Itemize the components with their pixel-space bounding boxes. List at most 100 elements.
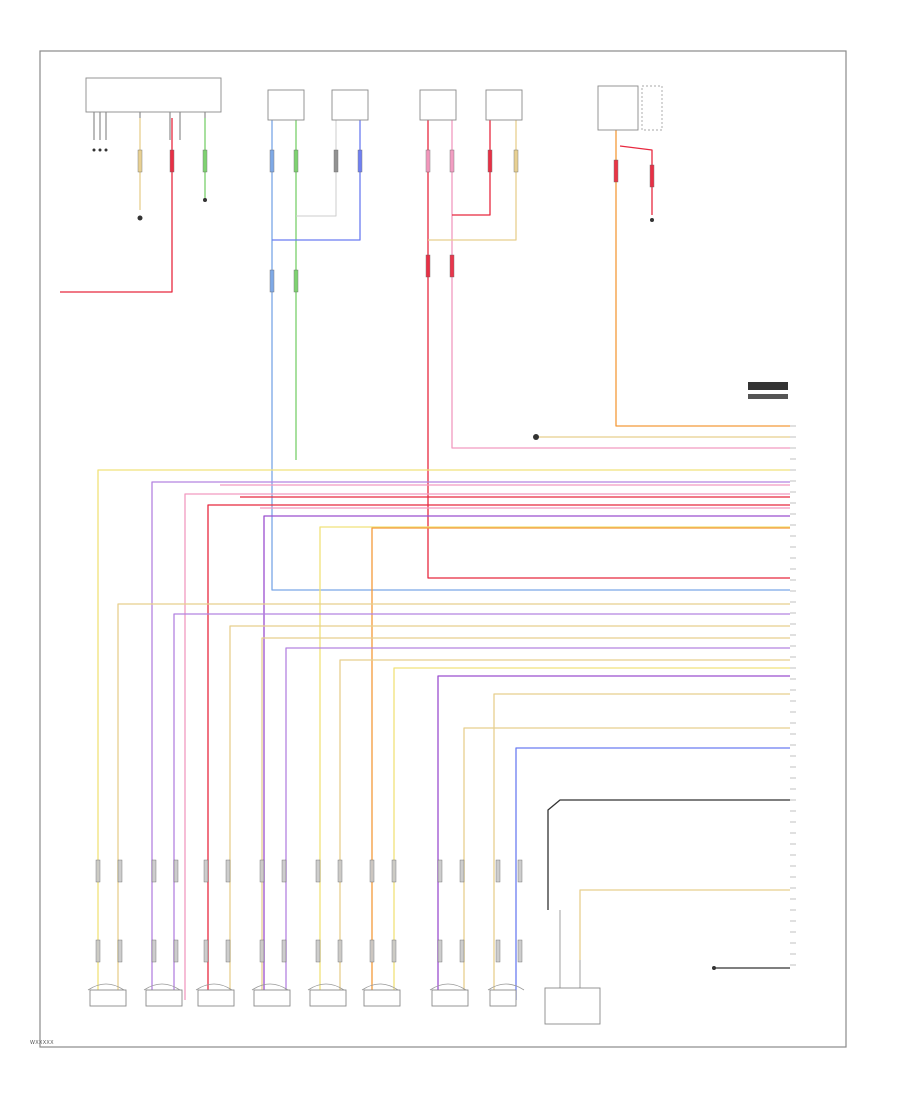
- speaker-cone: [87, 983, 125, 991]
- inline-connector: [151, 859, 157, 883]
- component-box: [485, 89, 523, 121]
- component-box: [419, 89, 457, 121]
- inline-connector: [391, 939, 397, 963]
- component-box: [145, 989, 183, 1007]
- connector-header: [748, 382, 788, 390]
- inline-connector: [437, 859, 443, 883]
- inline-connector: [202, 149, 208, 173]
- component-box: [253, 989, 291, 1007]
- wire: [97, 469, 790, 1000]
- inline-connector: [259, 859, 265, 883]
- component-box: [197, 989, 235, 1007]
- inline-connector: [225, 859, 231, 883]
- component-box: [89, 989, 127, 1007]
- inline-connector: [95, 939, 101, 963]
- inline-connector: [95, 859, 101, 883]
- connector-layer: [95, 149, 796, 988]
- speaker-cone: [487, 983, 525, 991]
- inline-connector: [281, 939, 287, 963]
- diagram-code: WXXXXX: [30, 1040, 54, 1046]
- inline-connector: [487, 149, 493, 173]
- component-box: [363, 989, 401, 1007]
- inline-connector: [517, 859, 523, 883]
- inline-connector: [203, 859, 209, 883]
- inline-connector: [449, 254, 455, 278]
- ground-point: [712, 966, 716, 970]
- inline-connector: [269, 149, 275, 173]
- wire: [272, 120, 361, 241]
- speaker-cone: [195, 983, 233, 991]
- inline-connector: [513, 149, 519, 173]
- ground-point: [203, 198, 207, 202]
- inline-connector: [117, 939, 123, 963]
- speaker-cone: [429, 983, 467, 991]
- inline-connector: [425, 254, 431, 278]
- component-box: [489, 989, 517, 1007]
- component-box: [431, 989, 469, 1007]
- inline-connector: [203, 939, 209, 963]
- inline-connector: [495, 859, 501, 883]
- ground-point: [92, 148, 96, 152]
- wire: [515, 747, 790, 1000]
- inline-connector: [337, 939, 343, 963]
- wire: [271, 120, 790, 591]
- ground-point: [98, 148, 102, 152]
- wire: [263, 515, 790, 1000]
- wire: [437, 675, 790, 1000]
- component-box: [331, 89, 369, 121]
- wire: [393, 667, 790, 1000]
- speaker-cone: [251, 983, 289, 991]
- wire: [463, 727, 790, 1000]
- inline-connector: [169, 149, 175, 173]
- wire: [451, 120, 790, 449]
- ground-point: [104, 148, 108, 152]
- inline-connector: [281, 859, 287, 883]
- wire: [229, 625, 790, 1000]
- inline-connector: [293, 269, 299, 293]
- inline-connector: [495, 939, 501, 963]
- wire: [319, 526, 790, 1000]
- wire: [579, 889, 790, 960]
- inline-connector: [459, 859, 465, 883]
- inline-connector: [315, 859, 321, 883]
- inline-connector: [173, 939, 179, 963]
- diagram-border: [39, 50, 847, 1048]
- inline-connector: [269, 269, 275, 293]
- wire: [547, 799, 790, 910]
- speaker-cone: [143, 983, 181, 991]
- wire: [493, 693, 790, 1000]
- speaker-cone: [361, 983, 399, 991]
- inline-connector: [137, 149, 143, 173]
- wire: [173, 613, 790, 1000]
- connector-header: [748, 394, 788, 399]
- wire: [60, 118, 173, 293]
- wire: [619, 145, 653, 215]
- switch-outline: [641, 85, 663, 131]
- inline-connector: [437, 939, 443, 963]
- wire: [184, 493, 790, 1000]
- inline-connector: [649, 164, 655, 188]
- inline-connector: [459, 939, 465, 963]
- wire: [151, 481, 790, 1000]
- ground-point: [137, 215, 143, 221]
- inline-connector: [259, 939, 265, 963]
- wire: [615, 130, 790, 427]
- wire-layer: [60, 112, 790, 1000]
- inline-connector: [425, 149, 431, 173]
- inline-connector: [517, 939, 523, 963]
- inline-connector: [391, 859, 397, 883]
- inline-connector: [225, 939, 231, 963]
- ground-point: [650, 218, 654, 222]
- inline-connector: [337, 859, 343, 883]
- wire: [371, 527, 790, 1000]
- inline-connector: [613, 159, 619, 183]
- wire: [207, 504, 790, 1000]
- wire: [296, 120, 337, 217]
- component-box: [85, 77, 222, 113]
- inline-connector: [357, 149, 363, 173]
- wire: [339, 659, 790, 1000]
- inline-connector: [315, 939, 321, 963]
- ground-point: [533, 434, 539, 440]
- inline-connector: [173, 859, 179, 883]
